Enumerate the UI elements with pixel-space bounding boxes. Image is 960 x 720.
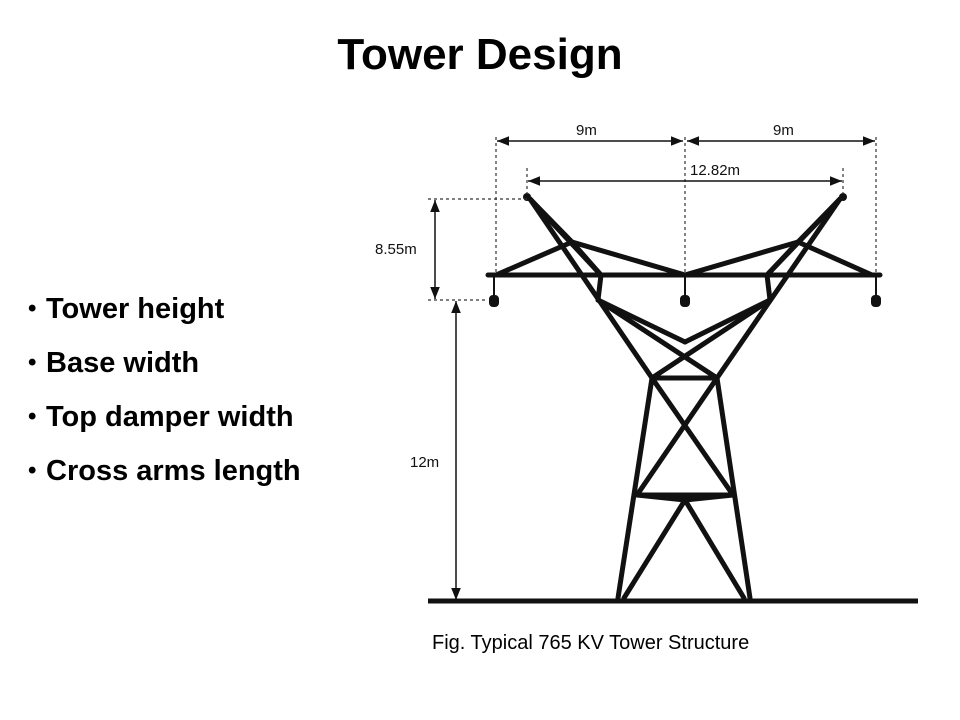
tower-structure xyxy=(485,196,883,601)
bullet-icon: • xyxy=(28,403,37,430)
bullet-item: • Base width xyxy=(28,342,301,396)
dimension-label-right-arm: 9m xyxy=(773,122,794,139)
dimension-label-left-arm: 9m xyxy=(576,122,597,139)
tower-diagram: 9m 9m 12.82m 8.55m 12m xyxy=(375,122,918,604)
bullet-icon: • xyxy=(28,349,37,376)
bullet-item: • Tower height xyxy=(28,288,301,342)
bullet-icon: • xyxy=(28,457,37,484)
bullet-label: Top damper width xyxy=(46,401,294,433)
bullet-label: Tower height xyxy=(46,293,225,325)
dimension-label-tower-height: 12m xyxy=(410,454,439,471)
dimension-arrows xyxy=(430,136,875,600)
dimension-label-peak-span: 12.82m xyxy=(690,162,740,179)
dimension-label-peak-height: 8.55m xyxy=(375,241,417,258)
bullet-list: • Tower height • Base width • Top damper wi… xyxy=(28,288,301,504)
conductor-insulators xyxy=(489,277,881,307)
bullet-label: Base width xyxy=(46,347,200,379)
bullet-icon: • xyxy=(28,295,37,322)
bullet-item: • Top damper width xyxy=(28,396,301,450)
tower-figure: 9m 9m 12.82m 8.55m 12m xyxy=(350,110,930,615)
figure-caption: Fig. Typical 765 KV Tower Structure xyxy=(432,632,750,654)
dimension-extension-lines xyxy=(428,137,877,301)
bullet-label: Cross arms length xyxy=(46,455,301,487)
bullet-item: • Cross arms length xyxy=(28,450,301,504)
slide-title: Tower Design xyxy=(337,30,623,79)
